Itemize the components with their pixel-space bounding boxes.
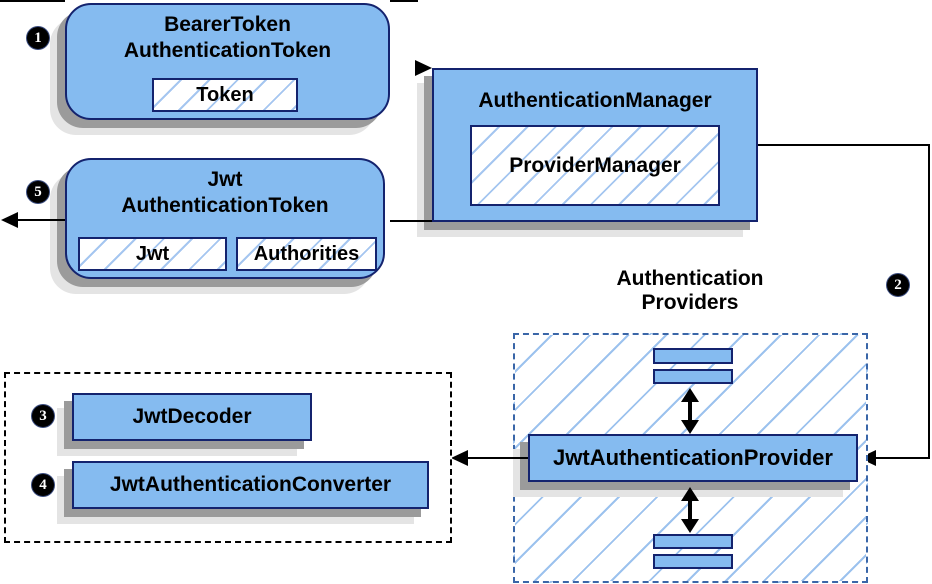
bearer-token-title-line1: BearerToken (164, 13, 291, 36)
provider-list-arrow-top-shaft (688, 397, 692, 425)
step-5-number: 5 (34, 183, 42, 200)
bearer-token-node-title: BearerToken AuthenticationToken (124, 5, 331, 64)
manager-to-provider-line-top (758, 144, 930, 146)
outgoing-result-arrowhead (1, 212, 18, 228)
provider-list-arrow-bottom-up-head (681, 487, 699, 501)
manager-to-jwt-token-line (390, 220, 432, 222)
provider-manager-box: ProviderManager (470, 125, 720, 206)
step-2-badge: 2 (887, 274, 909, 296)
jwt-token-title-line2: AuthenticationToken (121, 194, 329, 217)
authentication-providers-heading-line2: Providers (641, 291, 739, 314)
provider-manager-label: ProviderManager (509, 153, 681, 177)
bearer-to-manager-line (390, 0, 418, 2)
jwt-authentication-converter-label: JwtAuthenticationConverter (109, 473, 392, 496)
jwt-field-label: Jwt (135, 242, 170, 265)
step-3-number: 3 (39, 407, 47, 424)
authentication-providers-heading: Authentication Providers (570, 267, 810, 315)
step-3-badge: 3 (32, 405, 54, 427)
step-4-number: 4 (39, 476, 47, 493)
jwt-authentication-provider-label: JwtAuthenticationProvider (553, 445, 833, 470)
manager-to-provider-line-bottom (874, 457, 930, 459)
step-2-number: 2 (894, 276, 902, 293)
provider-list-arrow-bottom (680, 487, 700, 533)
step-5-badge: 5 (27, 181, 49, 203)
provider-list-arrow-bottom-shaft (688, 496, 692, 524)
incoming-request-line (0, 0, 65, 2)
jwt-decoder-label: JwtDecoder (132, 405, 252, 428)
step-1-number: 1 (34, 29, 42, 46)
other-provider-bar-bottom-2 (653, 554, 733, 569)
authorities-field-box: Authorities (236, 237, 377, 271)
jwt-token-title-line1: Jwt (207, 168, 243, 191)
manager-to-provider-line-vertical (928, 144, 930, 459)
provider-to-decoder-line (466, 457, 528, 459)
provider-list-arrow-top (680, 388, 700, 434)
provider-to-decoder-arrowhead (451, 450, 468, 466)
token-field-box: Token (152, 78, 298, 112)
other-provider-bar-top-1 (653, 348, 733, 364)
jwt-token-node-title: Jwt AuthenticationToken (121, 160, 328, 219)
jwt-authentication-converter-node: JwtAuthenticationConverter (72, 461, 429, 509)
bearer-to-manager-arrowhead (415, 60, 432, 76)
provider-list-arrow-bottom-down-head (681, 519, 699, 533)
jwt-authentication-provider-node: JwtAuthenticationProvider (528, 434, 858, 482)
authorities-field-label: Authorities (253, 242, 360, 265)
bearer-token-title-line2: AuthenticationToken (123, 39, 332, 62)
jwt-field-box: Jwt (78, 237, 227, 271)
outgoing-result-line (14, 219, 65, 221)
authentication-providers-heading-line1: Authentication (616, 267, 764, 290)
token-field-label: Token (196, 83, 254, 106)
authentication-manager-title: AuthenticationManager (478, 89, 712, 112)
provider-list-arrow-top-up-head (681, 388, 699, 402)
step-1-badge: 1 (27, 27, 49, 49)
provider-list-arrow-top-down-head (681, 420, 699, 434)
jwt-decoder-node: JwtDecoder (72, 393, 312, 441)
step-4-badge: 4 (32, 474, 54, 496)
other-provider-bar-bottom-1 (653, 534, 733, 549)
other-provider-bar-top-2 (653, 369, 733, 384)
